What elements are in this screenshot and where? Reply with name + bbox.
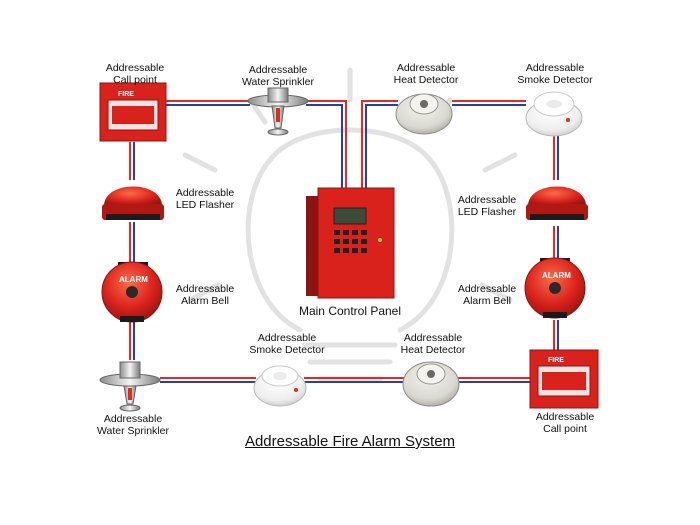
wire-blue <box>365 104 398 190</box>
label-heat-detector-top: Addressable Heat Detector <box>393 62 459 86</box>
smoke-detector-top-icon <box>525 91 583 137</box>
label-led-flasher-left: Addressable LED Flasher <box>175 187 235 211</box>
smoke-detector-bottom-icon <box>253 365 307 407</box>
call-point-top: FIRE <box>99 82 167 142</box>
water-sprinkler-top-icon <box>247 87 309 136</box>
label-led-flasher-right: Addressable LED Flasher <box>457 194 517 218</box>
label-sprinkler-bottom: Addressable Water Sprinkler <box>97 413 169 437</box>
water-sprinkler-bottom-icon <box>99 361 161 412</box>
label-smoke-detector-top: Addressable Smoke Detector <box>517 62 593 86</box>
label-heat-detector-bottom: Addressable Heat Detector <box>400 332 466 356</box>
main-control-panel <box>306 187 395 299</box>
alarm-bell-right-text: ALARM <box>542 271 571 280</box>
label-call-point-top: Addressable Call point <box>105 62 165 86</box>
diagram-title: Addressable Fire Alarm System <box>244 433 456 450</box>
call-point-top-sign: FIRE <box>118 91 134 98</box>
led-flasher-left-icon <box>102 186 164 220</box>
label-sprinkler-top: Addressable Water Sprinkler <box>242 64 314 88</box>
call-point-bottom: FIRE <box>529 349 599 409</box>
heat-detector-bottom-icon <box>402 361 460 407</box>
main-control-panel-label: Main Control Panel <box>298 304 402 318</box>
label-smoke-detector-bottom: Addressable Smoke Detector <box>249 332 325 356</box>
label-call-point-bottom: Addressable Call point <box>535 411 595 435</box>
call-point-bottom-sign: FIRE <box>548 357 564 364</box>
label-alarm-bell-right: Addressable Alarm Bell <box>457 283 517 307</box>
alarm-bell-right-icon: ALARM <box>524 257 586 319</box>
alarm-bell-left-text: ALARM <box>119 275 148 284</box>
heat-detector-top-icon <box>395 93 453 135</box>
label-alarm-bell-left: Addressable Alarm Bell <box>175 283 235 307</box>
wire-red <box>361 100 398 190</box>
wire-blue <box>306 104 343 190</box>
wiring <box>129 100 559 383</box>
alarm-bell-left-icon: ALARM <box>101 261 163 323</box>
wire-red <box>306 100 347 190</box>
led-flasher-right-icon <box>526 186 588 220</box>
